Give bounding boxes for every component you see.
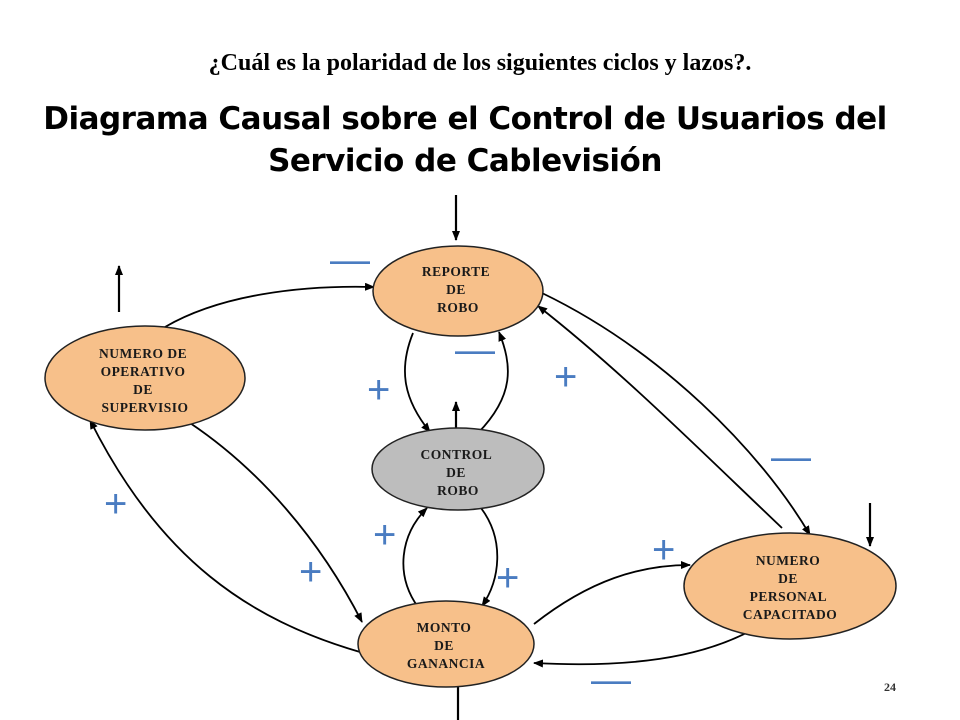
minus-sign: —	[455, 328, 495, 372]
title-line-1: Diagrama Causal sobre el Control de Usua…	[43, 101, 887, 137]
plus-sign: +	[367, 368, 390, 412]
node-shape	[357, 600, 535, 688]
node-label-line: ROBO	[437, 300, 479, 315]
node-control-de-robo: CONTROL DE ROBO	[371, 427, 545, 511]
node-numero-de-operativo: NUMERO DE OPERATIVO DE SUPERVISIO	[44, 325, 246, 431]
node-monto-de-ganancia: MONTO DE GANANCIA	[357, 600, 535, 688]
arrow-control-to-reporte	[477, 331, 509, 434]
svg-text:NUMERO DE OPERATIVO: NUMERO DE OPERATIVO DE SUPERVISIO	[99, 346, 191, 415]
plus-sign: +	[373, 513, 396, 557]
question-text: ¿Cuál es la polaridad de los siguientes …	[208, 50, 752, 76]
node-label-line: GANANCIA	[407, 656, 485, 671]
plus-sign: +	[299, 550, 322, 594]
node-shape	[683, 532, 897, 640]
node-label-line: DE	[446, 282, 466, 297]
svg-text:MONTO DE GANANCIA: MONTO DE GANANCIA	[407, 620, 485, 671]
polarity-signs: — — + + — + + + + + —	[104, 238, 811, 702]
svg-text:NUMERO DE PERSONAL: NUMERO DE PERSONAL CAPACITADO	[743, 553, 838, 622]
node-label-line: SUPERVISIO	[101, 400, 188, 415]
node-numero-de-personal-capacitado: NUMERO DE PERSONAL CAPACITADO	[683, 532, 897, 640]
plus-sign: +	[554, 355, 577, 399]
node-label-line: DE	[133, 382, 153, 397]
node-label-line: MONTO	[417, 620, 472, 635]
node-label-line: NUMERO DE	[99, 346, 187, 361]
arrow-ganancia-to-personal	[533, 561, 691, 625]
slide-title: Diagrama Causal sobre el Control de Usua…	[0, 98, 930, 182]
node-label-line: CONTROL	[421, 447, 492, 462]
arrow-ganancia-to-operativo	[89, 419, 361, 653]
arrow-operativo-to-ganancia	[189, 422, 363, 623]
node-shape	[372, 245, 544, 337]
node-label-line: REPORTE	[422, 264, 490, 279]
arrow-personal-to-reporte	[537, 305, 783, 529]
plus-sign: +	[104, 482, 127, 526]
node-shape	[44, 325, 246, 431]
node-label-line: DE	[778, 571, 798, 586]
arrow-personal-to-ganancia	[533, 629, 753, 668]
minus-sign: —	[591, 658, 631, 702]
minus-sign: —	[771, 435, 811, 479]
node-label-line: NUMERO	[756, 553, 821, 568]
arrow-reporte-to-control	[404, 332, 431, 433]
svg-text:CONTROL DE ROBO: CONTROL DE ROBO	[421, 447, 496, 498]
minus-sign: —	[330, 238, 370, 282]
svg-text:REPORTE DE ROBO: REPORTE DE ROBO	[422, 264, 494, 315]
node-label-line: DE	[434, 638, 454, 653]
node-shape	[371, 427, 545, 511]
node-label-line: DE	[446, 465, 466, 480]
node-reporte-de-robo: REPORTE DE ROBO	[372, 245, 544, 337]
node-label-line: ROBO	[437, 483, 479, 498]
connectors	[89, 282, 811, 668]
arrow-control-to-ganancia	[480, 507, 499, 607]
plus-sign: +	[496, 556, 519, 600]
slide-number: 24	[884, 680, 896, 694]
title-line-2: Servicio de Cablevisión	[268, 143, 662, 179]
arrow-operativo-to-reporte	[164, 282, 375, 328]
node-label-line: OPERATIVO	[101, 364, 186, 379]
node-label-line: PERSONAL	[750, 589, 827, 604]
node-label-line: CAPACITADO	[743, 607, 838, 622]
plus-sign: +	[652, 528, 675, 572]
arrow-reporte-to-personal	[541, 292, 811, 536]
arrow-ganancia-to-control	[402, 507, 428, 608]
